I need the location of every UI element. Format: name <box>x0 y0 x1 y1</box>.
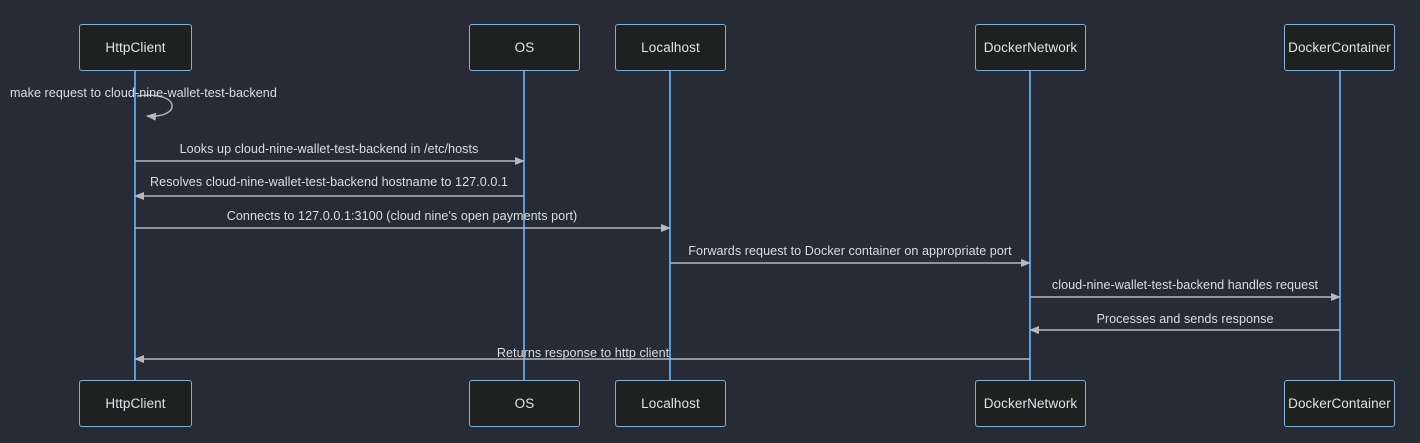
message-label-6: Processes and sends response <box>1096 312 1274 326</box>
message-arrow-self-0 <box>136 94 173 121</box>
actor-label: DockerNetwork <box>983 396 1078 411</box>
actor-label: DockerContainer <box>1288 40 1391 55</box>
message-label-2: Resolves cloud-nine-wallet-test-backend … <box>150 175 508 189</box>
actor-label: Localhost <box>641 396 700 411</box>
message-label-7: Returns response to http client <box>496 346 670 360</box>
actor-box-os-bottom[interactable]: OS <box>469 380 580 427</box>
actor-label: Localhost <box>641 40 700 55</box>
actor-box-dockercontainer-top[interactable]: DockerContainer <box>1284 24 1395 71</box>
message-label-3: Connects to 127.0.0.1:3100 (cloud nine's… <box>226 209 578 223</box>
actor-box-httpclient-bottom[interactable]: HttpClient <box>79 380 192 427</box>
actor-box-os-top[interactable]: OS <box>469 24 580 71</box>
message-label-1: Looks up cloud-nine-wallet-test-backend … <box>179 142 479 156</box>
actor-box-localhost-bottom[interactable]: Localhost <box>615 380 726 427</box>
actor-box-dockercontainer-bottom[interactable]: DockerContainer <box>1284 380 1395 427</box>
actor-label: DockerNetwork <box>983 40 1078 55</box>
message-label-5: cloud-nine-wallet-test-backend handles r… <box>1051 278 1319 292</box>
actor-box-httpclient-top[interactable]: HttpClient <box>79 24 192 71</box>
actor-label: OS <box>514 40 535 55</box>
actor-label: OS <box>514 396 535 411</box>
lifelines-group <box>134 71 1341 380</box>
message-label-4: Forwards request to Docker container on … <box>688 244 1012 258</box>
actor-box-dockernetwork-top[interactable]: DockerNetwork <box>975 24 1086 71</box>
actor-label: HttpClient <box>105 396 166 411</box>
actor-box-dockernetwork-bottom[interactable]: DockerNetwork <box>975 380 1086 427</box>
actor-label: HttpClient <box>105 40 166 55</box>
message-arrows-group <box>134 94 1341 363</box>
actor-box-localhost-top[interactable]: Localhost <box>615 24 726 71</box>
actor-label: DockerContainer <box>1288 396 1391 411</box>
message-label-0: make request to cloud-nine-wallet-test-b… <box>10 86 277 100</box>
